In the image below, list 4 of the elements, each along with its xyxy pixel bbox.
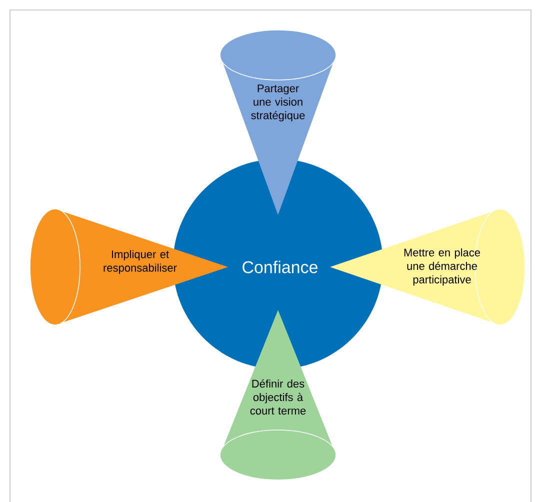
cone: Définir des objectifs à court terme [220,310,336,480]
cone: Mettre en place une démarche participative [330,208,526,326]
cone: Partager une vision stratégique [220,30,336,215]
cone: Impliquer et responsabiliser [30,208,228,326]
